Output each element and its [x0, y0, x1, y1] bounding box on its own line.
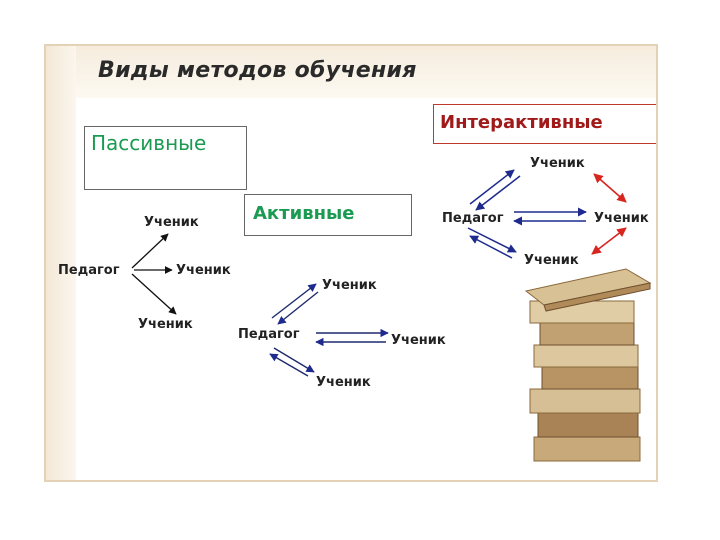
interactive-scheme: Педагог Ученик Ученик Ученик	[442, 156, 649, 268]
interactive-student-bottom: Ученик	[524, 253, 579, 268]
active-teacher: Педагог	[238, 327, 300, 342]
passive-teacher: Педагог	[58, 263, 120, 278]
interactive-arrow-up-return	[475, 175, 521, 211]
passive-box-label: Пассивные	[91, 131, 207, 155]
active-box: Активные	[244, 194, 412, 236]
active-student-mid: Ученик	[391, 333, 446, 348]
active-arrow-up-return	[277, 291, 319, 325]
active-arrow-down	[273, 347, 315, 373]
interactive-box-label: Интерактивные	[440, 112, 603, 133]
book-stack	[524, 268, 652, 462]
methods-diagram: Педагог Ученик Ученик Ученик Педагог Уче…	[58, 156, 649, 390]
interactive-box: Интерактивные	[433, 104, 656, 144]
interactive-teacher: Педагог	[442, 211, 504, 226]
passive-student-top: Ученик	[144, 215, 199, 230]
left-decor-strip	[46, 46, 76, 480]
active-box-label: Активные	[253, 203, 355, 224]
interactive-arrow-down-return	[469, 235, 513, 259]
interactive-student-right: Ученик	[594, 211, 649, 226]
passive-arrow-top	[131, 233, 169, 269]
title-bar	[76, 46, 656, 98]
slide-title: Виды методов обучения	[98, 58, 417, 83]
active-arrow-up	[271, 283, 317, 319]
interactive-arrow-down	[467, 227, 517, 253]
active-arrow-down-return	[269, 353, 309, 377]
passive-student-mid: Ученик	[176, 263, 231, 278]
active-student-top: Ученик	[322, 278, 377, 293]
passive-scheme: Педагог Ученик Ученик Ученик	[58, 215, 231, 332]
interactive-arrow-up	[469, 169, 515, 205]
slide: Виды методов обучения Пассивные Активные…	[44, 44, 658, 482]
interactive-link-top-right	[593, 173, 627, 203]
interactive-link-bottom-right	[591, 227, 627, 255]
passive-arrow-bottom	[131, 273, 177, 315]
active-student-bottom: Ученик	[316, 375, 371, 390]
active-scheme: Педагог Ученик Ученик Ученик	[238, 278, 446, 390]
passive-box: Пассивные	[84, 126, 247, 190]
interactive-student-top: Ученик	[530, 156, 585, 171]
passive-student-bottom: Ученик	[138, 317, 193, 332]
book-stack-image	[524, 268, 652, 462]
